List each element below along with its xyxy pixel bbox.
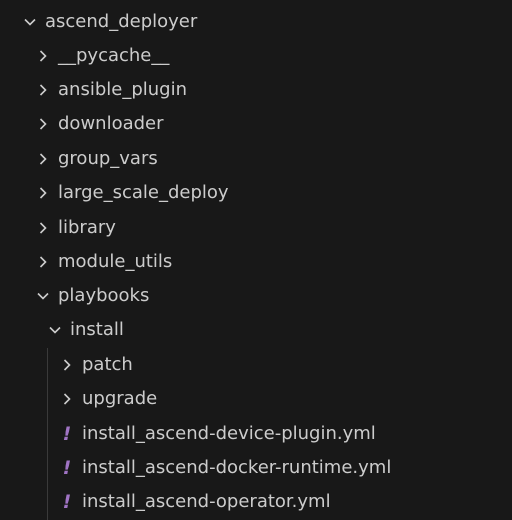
tree-item-label: group_vars — [58, 148, 158, 169]
chevron-right-icon — [35, 254, 51, 270]
tree-item-downloader[interactable]: downloader — [0, 107, 512, 141]
tree-item-label: ansible_plugin — [58, 79, 187, 100]
indent-guide-install — [47, 348, 48, 520]
tree-item-install-ascend-device-plugin-yml[interactable]: ! install_ascend-device-plugin.yml — [0, 417, 512, 451]
chevron-down-icon — [22, 14, 38, 30]
chevron-right-icon — [35, 82, 51, 98]
tree-item-install-ascend-docker-runtime-yml[interactable]: ! install_ascend-docker-runtime.yml — [0, 451, 512, 485]
tree-item-ascend-deployer[interactable]: ascend_deployer — [0, 5, 512, 39]
yaml-file-icon: ! — [62, 491, 72, 513]
tree-item-label: install — [70, 319, 124, 340]
chevron-down-icon — [35, 288, 51, 304]
tree-item-label: install_ascend-operator.yml — [82, 491, 331, 512]
tree-item-label: library — [58, 217, 116, 238]
tree-item-playbooks[interactable]: playbooks — [0, 279, 512, 313]
tree-item-label: playbooks — [58, 285, 150, 306]
tree-item-upgrade[interactable]: upgrade — [0, 382, 512, 416]
tree-item-pycache[interactable]: __pycache__ — [0, 39, 512, 73]
chevron-right-icon — [35, 151, 51, 167]
chevron-down-icon — [47, 322, 63, 338]
tree-item-label: downloader — [58, 113, 164, 134]
tree-item-large-scale-deploy[interactable]: large_scale_deploy — [0, 176, 512, 210]
chevron-right-icon — [59, 357, 75, 373]
yaml-file-icon: ! — [62, 423, 72, 445]
tree-item-install-ascend-operator-yml[interactable]: ! install_ascend-operator.yml — [0, 485, 512, 519]
tree-item-label: upgrade — [82, 388, 158, 409]
tree-item-label: module_utils — [58, 251, 173, 272]
chevron-right-icon — [35, 185, 51, 201]
tree-item-group-vars[interactable]: group_vars — [0, 142, 512, 176]
tree-item-ansible-plugin[interactable]: ansible_plugin — [0, 73, 512, 107]
chevron-right-icon — [35, 48, 51, 64]
yaml-file-icon: ! — [62, 457, 72, 479]
tree-item-library[interactable]: library — [0, 211, 512, 245]
tree-item-label: large_scale_deploy — [58, 182, 229, 203]
tree-item-module-utils[interactable]: module_utils — [0, 245, 512, 279]
tree-item-install[interactable]: install — [0, 313, 512, 347]
chevron-right-icon — [35, 220, 51, 236]
tree-item-label: install_ascend-docker-runtime.yml — [82, 457, 392, 478]
chevron-right-icon — [35, 116, 51, 132]
tree-item-patch[interactable]: patch — [0, 348, 512, 382]
tree-item-label: ascend_deployer — [45, 11, 198, 32]
tree-item-label: install_ascend-device-plugin.yml — [82, 423, 376, 444]
tree-item-label: __pycache__ — [58, 45, 170, 66]
tree-item-label: patch — [82, 354, 133, 375]
chevron-right-icon — [59, 391, 75, 407]
